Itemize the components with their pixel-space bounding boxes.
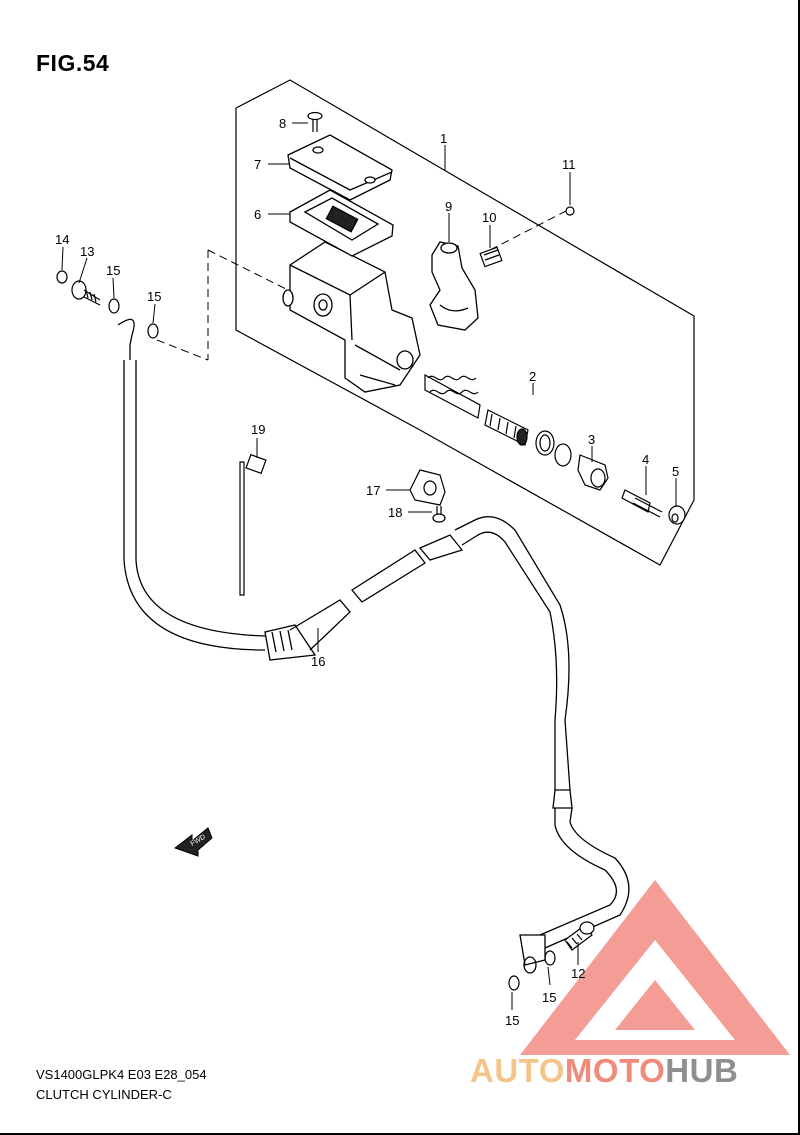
callout-12: 12	[571, 966, 585, 981]
callout-14: 14	[55, 232, 69, 247]
model-code: VS1400GLPK4 E03 E28_054	[36, 1067, 207, 1082]
forward-arrow-icon: FWD	[173, 827, 213, 857]
watermark-text: AUTOMOTOHUB	[470, 1052, 738, 1090]
bracket-bolt	[479, 246, 503, 268]
callout-19: 19	[251, 422, 265, 437]
hose-clamp	[409, 469, 446, 506]
callout-8: 8	[279, 116, 286, 131]
piston-spring	[424, 373, 481, 419]
piston-seal	[535, 430, 572, 467]
cable-tie	[239, 453, 267, 596]
callout-6: 6	[254, 207, 261, 222]
callout-10: 10	[482, 210, 496, 225]
callout-17: 17	[366, 483, 380, 498]
rod-nut	[668, 505, 686, 525]
callout-1: 1	[440, 131, 447, 146]
piston	[484, 409, 529, 446]
callout-2: 2	[529, 369, 536, 384]
callout-18: 18	[388, 505, 402, 520]
watermark-part-auto: AUTO	[470, 1052, 565, 1089]
callout-13: 13	[80, 244, 94, 259]
diagram-name: CLUTCH CYLINDER-C	[36, 1087, 172, 1102]
callout-15-upper-left: 15	[106, 263, 120, 278]
callout-15-lower-right: 15	[542, 990, 556, 1005]
callout-3: 3	[588, 432, 595, 447]
callout-15-lower-left: 15	[505, 1013, 519, 1028]
callout-15-upper-right: 15	[147, 289, 161, 304]
watermark-logo-icon	[520, 880, 790, 1055]
dust-boot	[577, 454, 609, 491]
push-rod	[621, 489, 663, 518]
callout-5: 5	[672, 464, 679, 479]
assembly-box	[235, 79, 695, 566]
callout-labels: 1 2 3 4 5 6 7 8 9 10 11 12 13 14 15 15 1…	[55, 116, 679, 1028]
hose-union-bolt	[564, 921, 595, 951]
lever-bracket	[429, 241, 479, 331]
clamp-bolt	[432, 506, 446, 523]
sealing-washer	[108, 298, 556, 991]
callout-leaders	[61, 122, 677, 1010]
dashed-leader-lines	[156, 209, 569, 361]
banjo-bolt	[56, 270, 101, 306]
diaphragm-plate	[289, 189, 394, 257]
callout-11: 11	[562, 157, 576, 172]
watermark-part-hub: HUB	[665, 1052, 739, 1089]
bracket-nut	[565, 206, 575, 216]
cap-screw	[307, 111, 323, 132]
clutch-hose	[117, 318, 630, 974]
reservoir-cap	[287, 134, 393, 201]
figure-title: FIG.54	[36, 50, 110, 76]
callout-7: 7	[254, 157, 261, 172]
master-cylinder-body	[282, 241, 421, 393]
watermark-part-moto: MOTO	[564, 1052, 666, 1089]
callout-9: 9	[445, 199, 452, 214]
callout-4: 4	[642, 452, 649, 467]
callout-16: 16	[311, 654, 325, 669]
